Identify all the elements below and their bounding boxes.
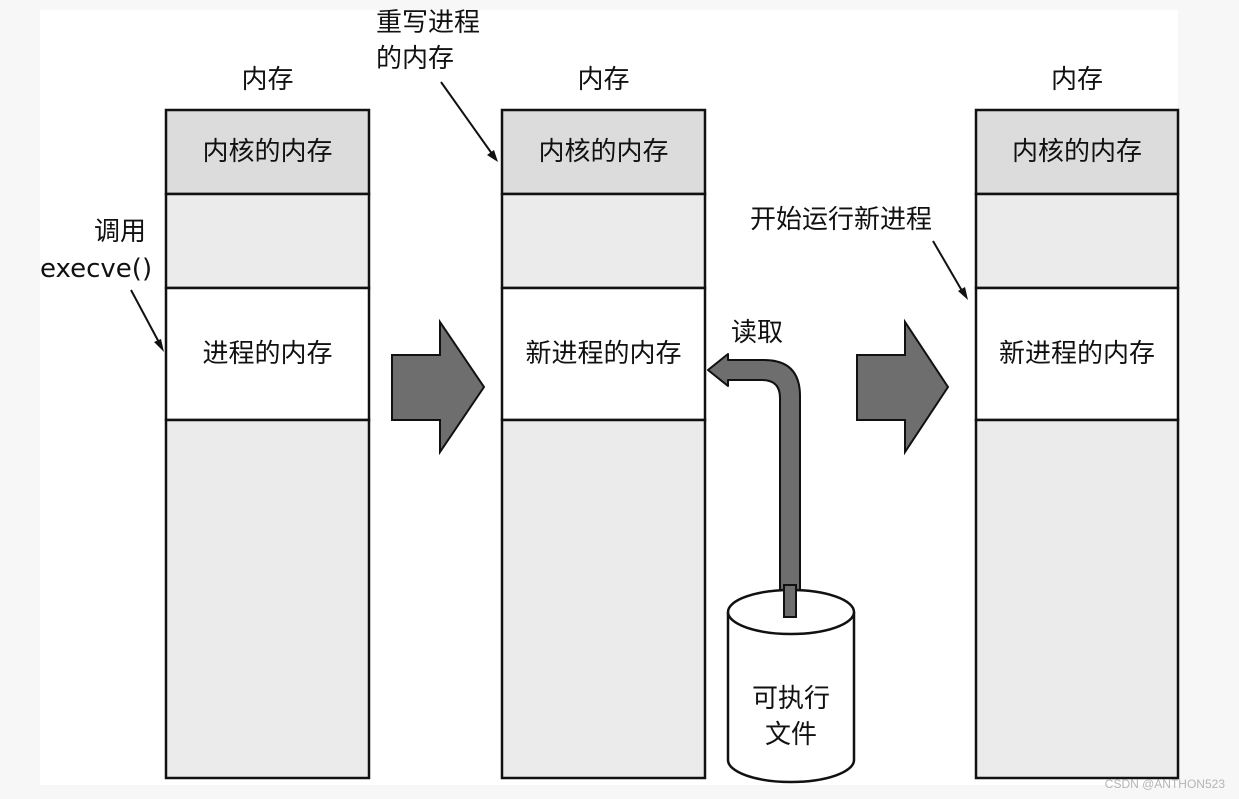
read-label: 读取 <box>731 318 784 348</box>
process-memory-label-3: 新进程的内存 <box>998 339 1155 369</box>
free-memory-block-3 <box>974 418 1180 780</box>
start-new-process-label: 开始运行新进程 <box>750 205 933 235</box>
executable-label-line2: 文件 <box>764 720 817 750</box>
executable-file-cylinder <box>726 588 856 784</box>
process-memory-label-2: 新进程的内存 <box>525 339 682 369</box>
annotation-arrow-start <box>932 240 968 300</box>
read-pipe-arrow <box>708 362 786 618</box>
empty-memory-block-2 <box>500 192 707 290</box>
call-label: 调用 <box>94 217 147 247</box>
free-memory-block-1 <box>164 418 371 780</box>
transition-arrow-2 <box>856 318 950 456</box>
memory-column-1 <box>164 108 371 780</box>
process-memory-label-1: 进程的内存 <box>202 339 333 369</box>
overwrite-label-line2: 的内存 <box>376 44 455 74</box>
kernel-memory-label-3: 内核的内存 <box>1011 137 1142 167</box>
process-memory-block-1 <box>164 286 371 422</box>
kernel-memory-label-1: 内核的内存 <box>202 137 333 167</box>
annotation-arrow-overwrite <box>440 81 498 162</box>
read-pipe-outer <box>707 353 801 618</box>
memory-column-3 <box>974 108 1180 780</box>
kernel-memory-block-2 <box>500 108 707 196</box>
empty-memory-block-3 <box>974 192 1180 290</box>
transition-arrow-1 <box>391 318 486 456</box>
overwrite-label-line1: 重写进程 <box>376 8 481 38</box>
kernel-memory-label-2: 内核的内存 <box>538 137 669 167</box>
column-1-header: 内存 <box>241 65 294 95</box>
free-memory-block-2 <box>500 418 707 780</box>
execve-label: execve() <box>40 254 153 284</box>
annotation-arrow-execve <box>130 289 164 352</box>
column-3-header: 内存 <box>1050 65 1103 95</box>
column-2-header: 内存 <box>577 65 630 95</box>
executable-label-line1: 可执行 <box>751 684 830 714</box>
watermark: CSDN @ANTHON523 <box>1104 777 1225 791</box>
kernel-memory-block-1 <box>164 108 371 196</box>
memory-column-2 <box>500 108 707 780</box>
empty-memory-block-1 <box>164 192 371 290</box>
read-pipe-stem <box>783 584 797 618</box>
